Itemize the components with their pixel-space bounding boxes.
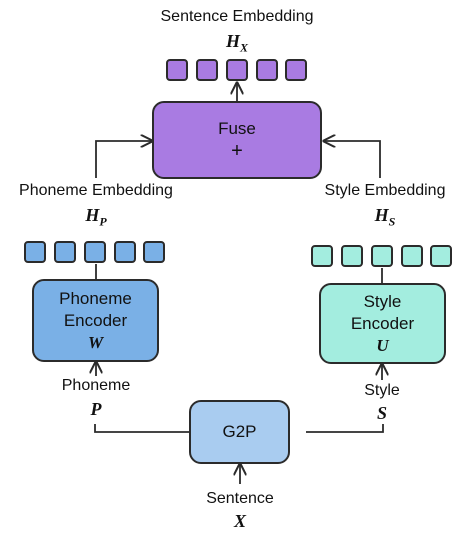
phoneme-embedding-cell (143, 241, 165, 263)
phoneme-embedding-symbol: HP (66, 205, 126, 230)
style-embedding-cell (401, 245, 423, 267)
phoneme-input-label: Phoneme (61, 377, 131, 394)
phoneme-encoder-line1: Phoneme (59, 288, 132, 308)
g2p-box: G2P (189, 400, 290, 464)
phoneme-embedding-cell (114, 241, 136, 263)
phoneme-embedding-symbol-base: H (85, 205, 100, 225)
style-embedding-cell (341, 245, 363, 267)
phoneme-embedding-cell (54, 241, 76, 263)
style-input-symbol: S (376, 403, 387, 423)
phoneme-encoder-box: Phoneme Encoder W (32, 279, 159, 362)
style-embedding-cell (430, 245, 452, 267)
sentence-embedding-symbol: HX (207, 31, 267, 56)
phoneme-embedding-label: Phoneme Embedding (19, 182, 173, 199)
sentence-embedding-cell (166, 59, 188, 81)
fuse-box: Fuse + (152, 101, 322, 179)
style-embedding-cell (311, 245, 333, 267)
fuse-title: Fuse (218, 119, 256, 138)
sentence-embedding-label: Sentence Embedding (160, 8, 314, 25)
sentence-embedding-cell (285, 59, 307, 81)
phoneme-encoder-line2: Encoder (63, 310, 128, 330)
fuse-plus-symbol: + (231, 140, 243, 162)
style-input-label: Style (364, 382, 400, 399)
sentence-embedding-cell (226, 59, 248, 81)
sentence-embedding-cell (256, 59, 278, 81)
arrow-style-embedding-to-fuse (324, 141, 381, 178)
arrow-phoneme-embedding-to-fuse (95, 141, 152, 178)
phoneme-input-symbol: P (90, 399, 102, 419)
style-encoder-symbol: U (376, 335, 389, 355)
sentence-embedding-symbol-sub: X (240, 40, 249, 55)
sentence-embedding-cell (196, 59, 218, 81)
sentence-embedding-symbol-base: H (225, 31, 240, 51)
style-embedding-symbol-sub: S (388, 214, 396, 229)
style-encoder-line1: Style (363, 291, 402, 311)
style-encoder-box: Style Encoder U (319, 283, 446, 364)
style-encoder-line2: Encoder (350, 313, 415, 333)
style-embedding-symbol-base: H (374, 205, 389, 225)
connector-g2p-to-phoneme (94, 424, 189, 433)
sentence-input-label: Sentence (206, 490, 274, 507)
phoneme-embedding-symbol-sub: P (99, 214, 107, 229)
phoneme-embedding-cell (24, 241, 46, 263)
connector-g2p-to-style (306, 424, 384, 433)
style-embedding-cell (371, 245, 393, 267)
phoneme-encoder-symbol: W (87, 332, 104, 352)
phoneme-embedding-cell (84, 241, 106, 263)
style-embedding-symbol: HS (355, 205, 415, 230)
g2p-title: G2P (222, 422, 257, 441)
sentence-input-symbol: X (233, 511, 246, 531)
style-embedding-label: Style Embedding (324, 182, 446, 199)
